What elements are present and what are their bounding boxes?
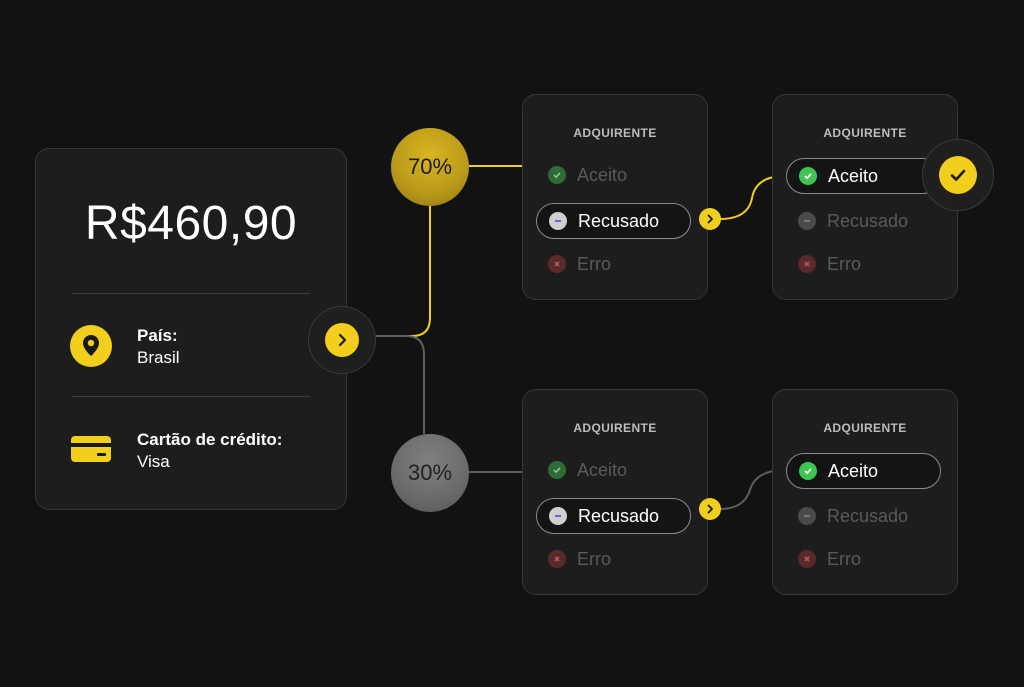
status-accepted: Aceito — [536, 452, 691, 488]
divider — [72, 293, 310, 294]
check-icon — [548, 166, 566, 184]
check-icon — [799, 167, 817, 185]
error-x-icon — [548, 550, 566, 568]
status-refused[interactable]: Recusado — [536, 203, 691, 239]
retry-chevron-bottom[interactable] — [699, 498, 721, 520]
retry-chevron-top[interactable] — [699, 208, 721, 230]
approved-badge — [922, 139, 994, 211]
split-30-node: 30% — [391, 434, 469, 512]
status-refused: Recusado — [786, 203, 941, 239]
acquirer-title: ADQUIRENTE — [823, 421, 907, 435]
status-accepted[interactable]: Aceito — [786, 158, 941, 194]
status-error: Erro — [536, 541, 691, 577]
check-icon — [548, 461, 566, 479]
chevron-right-icon — [707, 214, 713, 224]
chevron-right-icon — [707, 504, 713, 514]
divider — [72, 396, 310, 397]
split-70-node: 70% — [391, 128, 469, 206]
check-icon — [939, 156, 977, 194]
credit-card-icon — [70, 428, 112, 470]
country-value: Brasil — [137, 348, 180, 367]
next-step-button[interactable] — [308, 306, 376, 374]
chevron-right-icon — [325, 323, 359, 357]
status-refused: Recusado — [786, 498, 941, 534]
location-pin-icon — [70, 325, 112, 367]
acquirer-card-bottom-left: ADQUIRENTE Aceito Recusado Erro — [522, 389, 708, 595]
minus-icon — [549, 507, 567, 525]
acquirer-title: ADQUIRENTE — [573, 126, 657, 140]
acquirer-title: ADQUIRENTE — [823, 126, 907, 140]
error-x-icon — [548, 255, 566, 273]
status-error: Erro — [536, 246, 691, 282]
minus-icon — [549, 212, 567, 230]
check-icon — [799, 462, 817, 480]
status-error: Erro — [786, 541, 941, 577]
error-x-icon — [798, 255, 816, 273]
error-x-icon — [798, 550, 816, 568]
acquirer-title: ADQUIRENTE — [573, 421, 657, 435]
payment-amount: R$460,90 — [84, 197, 298, 250]
minus-icon — [798, 507, 816, 525]
payment-method-value: Visa — [137, 452, 170, 471]
status-accepted[interactable]: Aceito — [786, 453, 941, 489]
acquirer-card-bottom-right: ADQUIRENTE Aceito Recusado Erro — [772, 389, 958, 595]
minus-icon — [798, 212, 816, 230]
status-error: Erro — [786, 246, 941, 282]
country-label: País: — [137, 326, 178, 345]
acquirer-card-top-left: ADQUIRENTE Aceito Recusado Erro — [522, 94, 708, 300]
payment-method-label: Cartão de crédito: — [137, 430, 283, 449]
status-refused[interactable]: Recusado — [536, 498, 691, 534]
status-accepted: Aceito — [536, 157, 691, 193]
